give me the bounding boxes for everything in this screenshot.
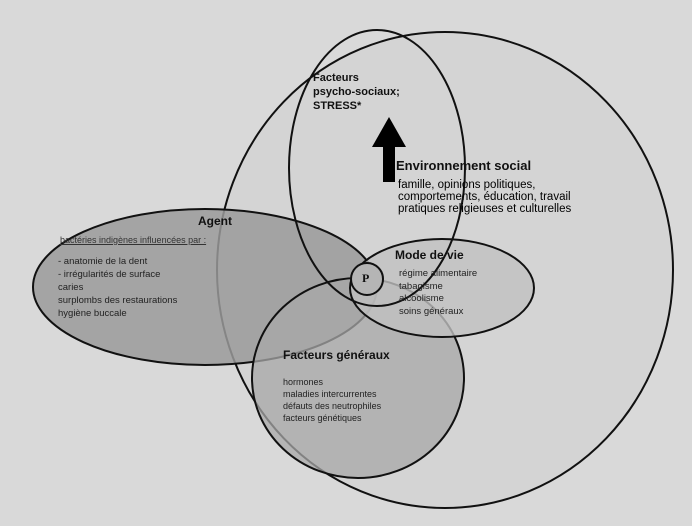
lifestyle-item: soins généraux	[399, 305, 464, 317]
agent-item: - anatomie de la dent	[58, 256, 148, 267]
social-item: comportements, éducation, travail	[398, 191, 571, 203]
lifestyle-item: alcoolisme	[399, 293, 444, 304]
agent-item: caries	[58, 282, 84, 293]
general-item: maladies intercurrentes	[283, 389, 377, 399]
general-item: défauts des neutrophiles	[283, 401, 382, 411]
agent-item: hygiène buccale	[58, 308, 127, 319]
lifestyle-title: Mode de vie	[395, 248, 464, 262]
agent-subtitle: bactéries indigènes influencées par :	[60, 235, 207, 245]
psychosocial-title-line3: STRESS*	[313, 100, 362, 112]
social-item: famille, opinions politiques,	[398, 179, 536, 191]
psychosocial-ellipse	[288, 29, 466, 307]
social-environment-title: Environnement social	[396, 158, 532, 173]
general-factors-list: hormones maladies intercurrentes défauts…	[283, 376, 381, 424]
agent-item: surplombs des restaurations	[58, 295, 178, 306]
psychosocial-title-line2: psycho-sociaux;	[313, 86, 400, 98]
social-item: pratiques religieuses et culturelles	[398, 203, 572, 215]
arrow-up-icon	[372, 117, 406, 182]
lifestyle-item: régime alimentaire	[399, 268, 478, 279]
lifestyle-ellipse	[349, 238, 535, 338]
center-circle	[350, 262, 384, 296]
general-item: facteurs génétiques	[283, 413, 362, 423]
agent-title: Agent	[198, 214, 232, 228]
lifestyle-item: tabagisme	[399, 280, 443, 292]
psychosocial-title-line1: Facteurs	[313, 72, 359, 84]
general-factors-title: Facteurs généraux	[283, 348, 390, 362]
social-environment-list: famille, opinions politiques, comporteme…	[398, 179, 571, 215]
agent-item: - irrégularités de surface	[58, 269, 161, 280]
center-label: P	[362, 271, 370, 285]
general-item: hormones	[283, 377, 324, 387]
lifestyle-list: régime alimentaire tabagisme alcoolisme …	[399, 268, 477, 318]
agent-list: - anatomie de la dent - irrégularités de…	[58, 255, 177, 320]
